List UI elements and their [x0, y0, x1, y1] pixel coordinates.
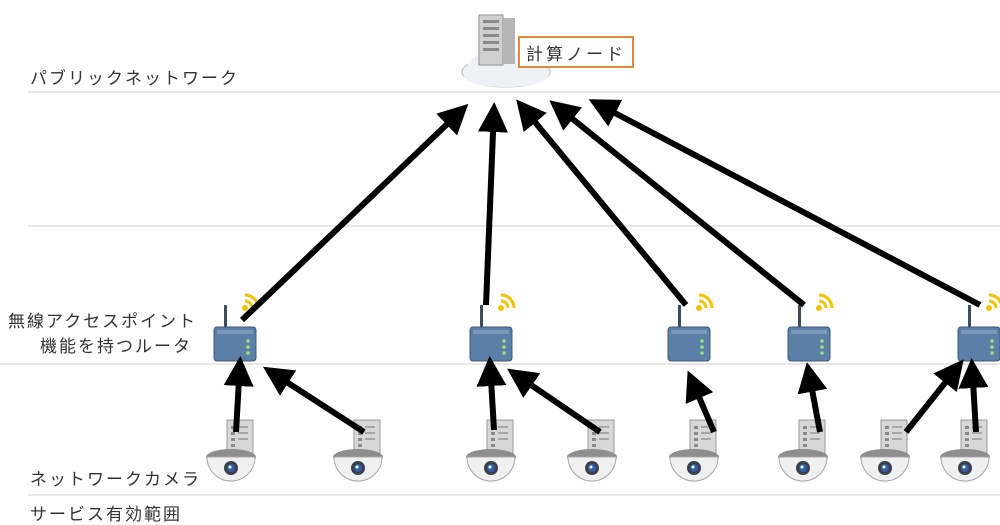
arrow [958, 358, 989, 433]
arrow [262, 366, 366, 435]
dome-camera-icon [859, 419, 911, 482]
dome-camera-icon [205, 419, 257, 482]
compute-node-label: 計算ノード [518, 36, 634, 68]
wireless-router-icon [212, 293, 260, 363]
arrow [588, 99, 982, 308]
router-to-node-arrows [239, 99, 982, 323]
camera-to-router-arrows [223, 356, 989, 435]
arrow [549, 100, 806, 308]
arrow [507, 368, 602, 435]
arrow [476, 356, 507, 431]
arrow [239, 103, 469, 323]
wireless-router-icon [666, 293, 714, 363]
dome-camera-icon [939, 419, 991, 482]
wireless-router-icon [786, 293, 834, 363]
arrow [516, 99, 689, 307]
arrow [903, 359, 964, 434]
public-network-label: パブリックネットワーク [30, 69, 239, 89]
router-label-line1: 無線アクセスポイント [8, 312, 198, 332]
compute-node-icon [461, 14, 551, 88]
service-area-label: サービス有効範囲 [30, 505, 182, 525]
wireless-router-icon [468, 293, 516, 363]
routers [212, 293, 1000, 363]
compute-node-label-text: 計算ノード [526, 44, 626, 65]
arrow [797, 362, 828, 433]
router-label-line2: 機能を持つルータ [40, 337, 192, 357]
arrow [685, 370, 717, 434]
network-camera-label: ネットワークカメラ [30, 470, 201, 490]
server-icon [478, 14, 515, 66]
arrow [478, 102, 509, 306]
arrow [223, 356, 254, 433]
